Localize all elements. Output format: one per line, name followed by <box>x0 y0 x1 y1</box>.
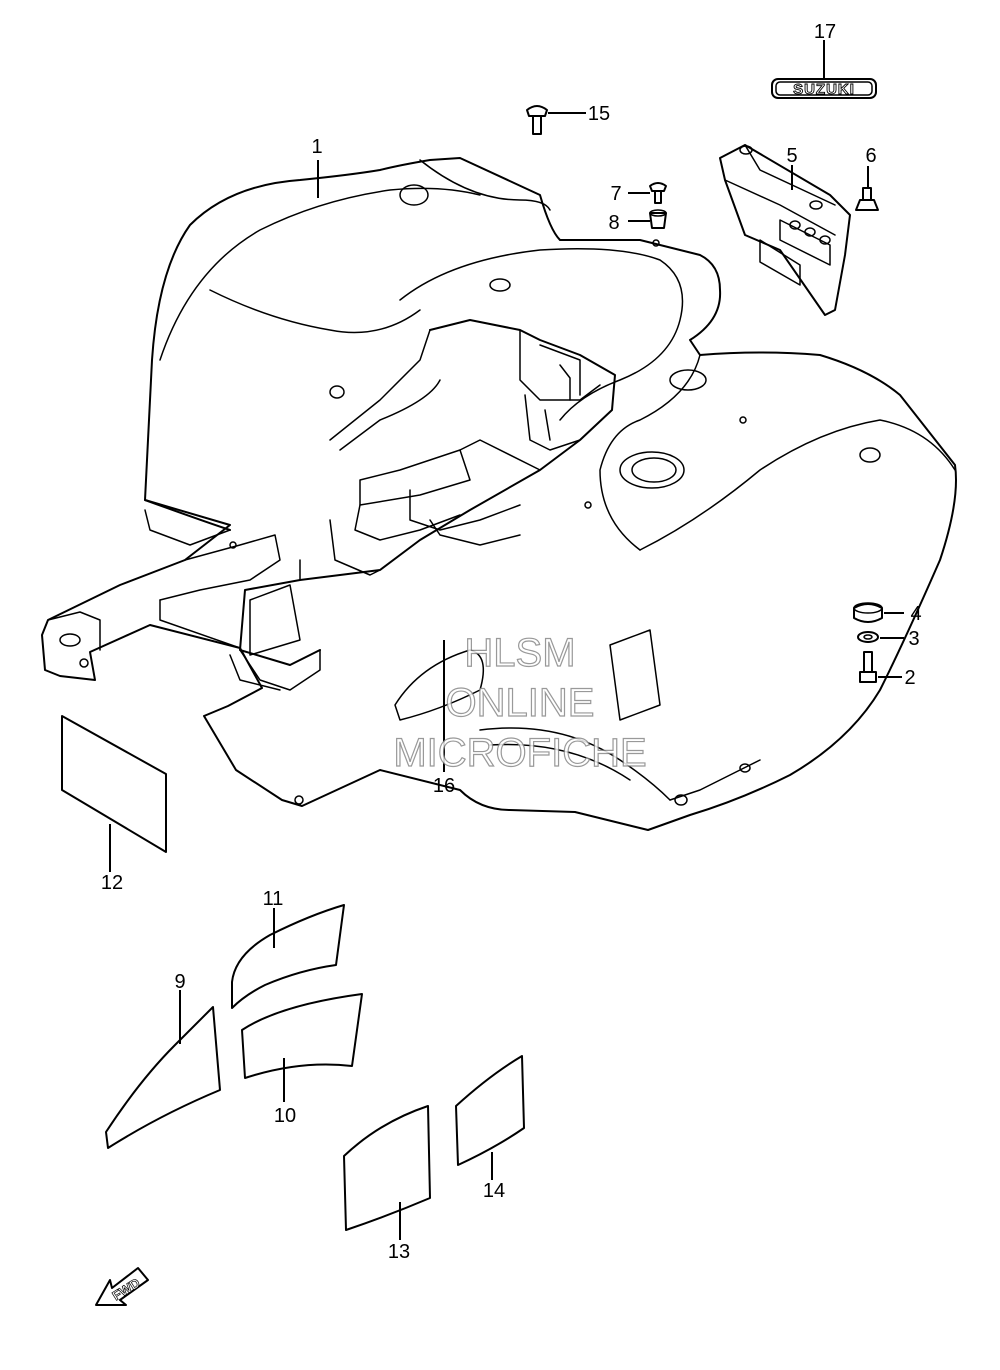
bolt-2[interactable] <box>859 651 877 683</box>
watermark-line2: ONLINE <box>446 681 595 725</box>
watermark-line3: MICROFICHE <box>393 731 646 775</box>
screw-15[interactable] <box>526 105 548 135</box>
decal-10[interactable] <box>241 993 363 1079</box>
callout-13: 13 <box>388 1241 410 1263</box>
callout-9: 9 <box>174 971 185 993</box>
callout-15: 15 <box>588 103 610 125</box>
clip-6[interactable] <box>855 187 879 211</box>
emblem-17[interactable]: SUZUKI <box>771 78 877 99</box>
callout-14: 14 <box>483 1180 505 1202</box>
callout-1: 1 <box>311 136 322 158</box>
callout-12: 12 <box>101 872 123 894</box>
watermark: HLSM ONLINE MICROFICHE <box>393 630 648 775</box>
decal-11[interactable] <box>231 904 345 1009</box>
reflector-bracket[interactable] <box>719 144 851 316</box>
callout-5: 5 <box>786 145 797 167</box>
callout-17: 17 <box>814 21 836 43</box>
callout-3: 3 <box>908 628 919 650</box>
decal-14[interactable] <box>455 1055 525 1166</box>
rear-fender[interactable] <box>41 157 957 831</box>
screw-7[interactable] <box>649 182 667 204</box>
leader-lines <box>109 40 904 1240</box>
callout-8: 8 <box>608 212 619 234</box>
watermark-line1: HLSM <box>464 631 575 675</box>
emblem-label: SUZUKI <box>793 81 855 98</box>
callout-2: 2 <box>904 667 915 689</box>
callout-7: 7 <box>610 183 621 205</box>
callout-10: 10 <box>274 1105 296 1127</box>
collar-8[interactable] <box>649 209 667 229</box>
callout-11: 11 <box>263 888 284 910</box>
decal-9[interactable] <box>105 1006 221 1149</box>
callout-6: 6 <box>865 145 876 167</box>
cushion-4[interactable] <box>853 602 883 623</box>
callout-16: 16 <box>433 775 455 797</box>
washer-3[interactable] <box>857 631 879 643</box>
decal-12[interactable] <box>61 715 167 853</box>
decal-13[interactable] <box>343 1105 431 1231</box>
callout-4: 4 <box>910 603 921 625</box>
forward-arrow-icon: FWD <box>95 1267 149 1306</box>
callout-labels: 1 2 3 4 5 6 7 8 9 10 11 12 13 14 15 16 1… <box>101 21 922 1263</box>
